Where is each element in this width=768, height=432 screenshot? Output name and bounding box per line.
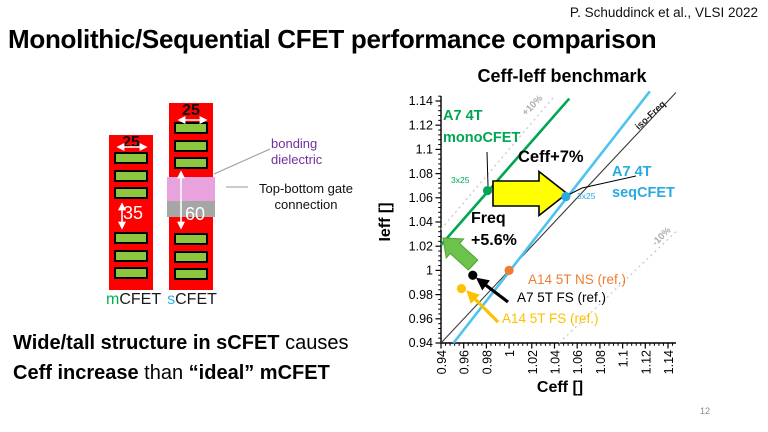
point-seqcfet [561,191,571,202]
monocfet-annotation: A7 4T monoCFET [443,108,521,147]
x-tick-label: 1.1 [617,350,631,367]
plus10-guide [440,95,555,230]
seqcfet-callout-line [567,175,637,196]
fin-bar [114,232,148,244]
y-tick-label: 1.14 [409,94,433,108]
scfet-label-prefix: s [167,291,176,308]
takeaway-line1-bold: Wide/tall structure in sCFET [13,332,280,354]
x-tick-label: 0.96 [458,350,472,374]
takeaway-line1-rest: causes [279,332,349,354]
x-tick-label: 0.98 [480,350,494,374]
mcfet-label-rest: CFET [119,291,162,308]
fin-bar [174,251,208,263]
takeaway-text: Wide/tall structure in sCFET causes Ceff… [13,328,348,388]
gate-connection-label: Top-bottom gate connection [259,181,353,212]
attribution: P. Schuddinck et al., VLSI 2022 [569,5,758,20]
ceff-gain-label: Ceff+7% [518,148,584,166]
y-tick-label: 1.04 [409,215,433,229]
a14-5t-ns-ref-label: A14 5T NS (ref.) [528,272,627,287]
scfet-pitch-label: 60 [185,204,206,224]
scfet-label-rest: CFET [175,291,217,308]
y-tick-label: 1 [426,264,433,278]
mcfet-pitch-label: 35 [123,203,144,223]
x-tick-label: 0.94 [435,350,449,374]
point-a14-5t-ns [504,265,514,275]
x-tick-label: 1.02 [526,350,540,374]
a7-5t-fs-pointer-arrow [475,277,509,304]
scfet-width-label: 25 [182,102,200,119]
fin-bar [174,233,208,245]
seqcfet-annotation: A7 4T seqCFET [612,164,675,202]
iso-freq-line [440,92,677,344]
seqcfet-size-label: 3x25 [577,191,596,201]
chart-points [456,185,571,294]
bonding-dielectric-label: bonding dielectric [271,136,323,167]
y-tick-label: 0.98 [409,288,433,302]
takeaway-line2-bold2: “ideal” mCFET [188,362,330,384]
page-number: 12 [700,406,711,416]
fin-bar [114,152,148,164]
x-tick-label: 1.06 [571,350,585,374]
fin-bar [174,140,208,152]
x-tick-label: 1 [503,350,517,357]
takeaway-line2-bold: Ceff increase [13,362,139,384]
fin-bar [174,122,208,134]
monocfet-size-label: 3x25 [451,175,470,185]
y-tick-label: 1.02 [409,239,433,253]
fin-bar [114,250,148,262]
mcfet-label-prefix: m [106,291,120,308]
a14-5t-fs-pointer-arrow [466,290,500,324]
x-axis-title: Ceff [] [536,379,584,396]
a7-5t-fs-ref-label: A7 5T FS (ref.) [517,290,607,305]
bonding-callout-line [213,148,271,175]
ceff-ieff-chart: 0.940.94 0.96 0.96 0.98 0.98 1 1 1.02 1.02 1.04 1.… [409,90,677,374]
y-tick-label: 0.96 [409,312,433,326]
point-monocfet [482,185,493,196]
bonding-dielectric-band [167,177,215,201]
mcfet-label: mCFET [106,291,162,309]
point-a7-5t-fs [468,270,478,280]
y-tick-label: 1.06 [409,191,433,205]
mcfet-width-label: 25 [122,134,140,151]
fin-bar [114,170,148,182]
x-tick-label: 1.08 [594,350,608,374]
fin-bar [114,187,148,199]
scfet-label: sCFET [166,291,218,309]
page-title: Monolithic/Sequential CFET performance c… [8,24,657,54]
fin-bar [174,268,208,280]
y-tick-label: 1.12 [409,118,433,132]
ceff-gain-arrow [492,169,569,218]
y-axis-title: Ieff [] [377,202,394,242]
x-tick-label: 1.12 [639,350,653,374]
chart-axes: 0.940.94 0.96 0.96 0.98 0.98 1 1 1.02 1.02 1.04 1.… [409,94,676,374]
point-a14-5t-fs [456,283,467,294]
a14-5t-fs-ref-label: A14 5T FS (ref.) [502,311,599,326]
takeaway-line2-mid: than [138,362,189,384]
scfet-structure: 25 60 [167,102,215,290]
y-tick-label: 0.94 [409,336,433,350]
y-tick-label: 1.08 [409,167,433,181]
freq-gain-arrow [442,237,479,271]
chart-lines [440,90,677,344]
y-tick-label: 1.1 [416,143,433,157]
fin-bar [114,267,148,279]
chart-title: Ceff-Ieff benchmark [477,66,647,86]
trend-seqcfet [452,90,651,344]
x-tick-label: 1.14 [662,350,676,374]
x-tick-label: 1.04 [549,350,563,374]
fin-bar [174,157,208,169]
trend-monocfet [440,97,571,246]
monocfet-callout-line [486,151,489,187]
mcfet-structure: 25 35 [109,135,153,290]
freq-gain-label: Freq +5.6% [471,210,517,249]
